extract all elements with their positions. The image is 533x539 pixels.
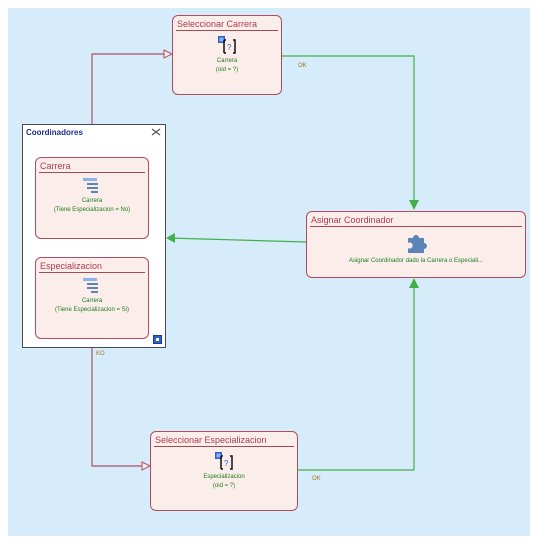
container-title: Coordinadores xyxy=(26,128,83,137)
node-condition: (oid = ?) xyxy=(215,67,239,73)
title-divider xyxy=(310,226,522,227)
node-description: Asignar Coordinador dado la Carrera o Es… xyxy=(348,258,484,264)
node-title: Seleccionar Especializacion xyxy=(155,435,267,445)
select-query-icon: ? xyxy=(215,452,233,470)
index-list-icon xyxy=(83,278,98,293)
svg-text:?: ? xyxy=(227,43,232,52)
coordinadores-out-label: KO xyxy=(96,351,105,357)
puzzle-piece-icon xyxy=(408,235,427,253)
select-query-icon: ? xyxy=(218,36,236,54)
node-entity: Carrera xyxy=(81,298,103,304)
title-divider xyxy=(39,272,145,273)
node-condition: (Tiene Especializacion = No) xyxy=(53,207,131,213)
especializacion-index-node[interactable]: Especializacion Carrera (Tiene Especiali… xyxy=(35,257,149,339)
node-title: Carrera xyxy=(40,161,71,171)
node-title: Asignar Coordinador xyxy=(311,215,394,225)
container-output-port[interactable] xyxy=(153,335,162,344)
node-entity: Carrera xyxy=(81,198,103,204)
seleccionar-especializacion-node[interactable]: Seleccionar Especializacion ? Especializ… xyxy=(150,431,298,511)
title-divider xyxy=(176,30,278,31)
carrera-index-node[interactable]: Carrera Carrera (Tiene Especializacion =… xyxy=(35,157,149,239)
especializacion-ok-label: OK xyxy=(312,476,321,482)
collapse-icon[interactable] xyxy=(151,128,161,136)
carrera-ok-label: OK xyxy=(298,63,307,69)
title-divider xyxy=(39,172,145,173)
asignar-coordinador-node[interactable]: Asignar Coordinador Asignar Coordinador … xyxy=(306,211,526,278)
node-title: Seleccionar Carrera xyxy=(177,19,258,29)
node-condition: (Tiene Especializacion = Si) xyxy=(55,307,129,313)
seleccionar-carrera-node[interactable]: Seleccionar Carrera ? Carrera (oid = ?) xyxy=(172,15,282,95)
node-entity: Especializacion xyxy=(203,474,245,480)
node-entity: Carrera xyxy=(216,58,238,64)
node-title: Especializacion xyxy=(40,261,103,271)
coordinadores-container[interactable]: Coordinadores Carrera Carrera (Tiene Esp… xyxy=(22,124,166,348)
title-divider xyxy=(154,446,294,447)
svg-text:?: ? xyxy=(224,459,229,468)
node-condition: (oid = ?) xyxy=(212,483,236,489)
index-list-icon xyxy=(83,178,98,193)
